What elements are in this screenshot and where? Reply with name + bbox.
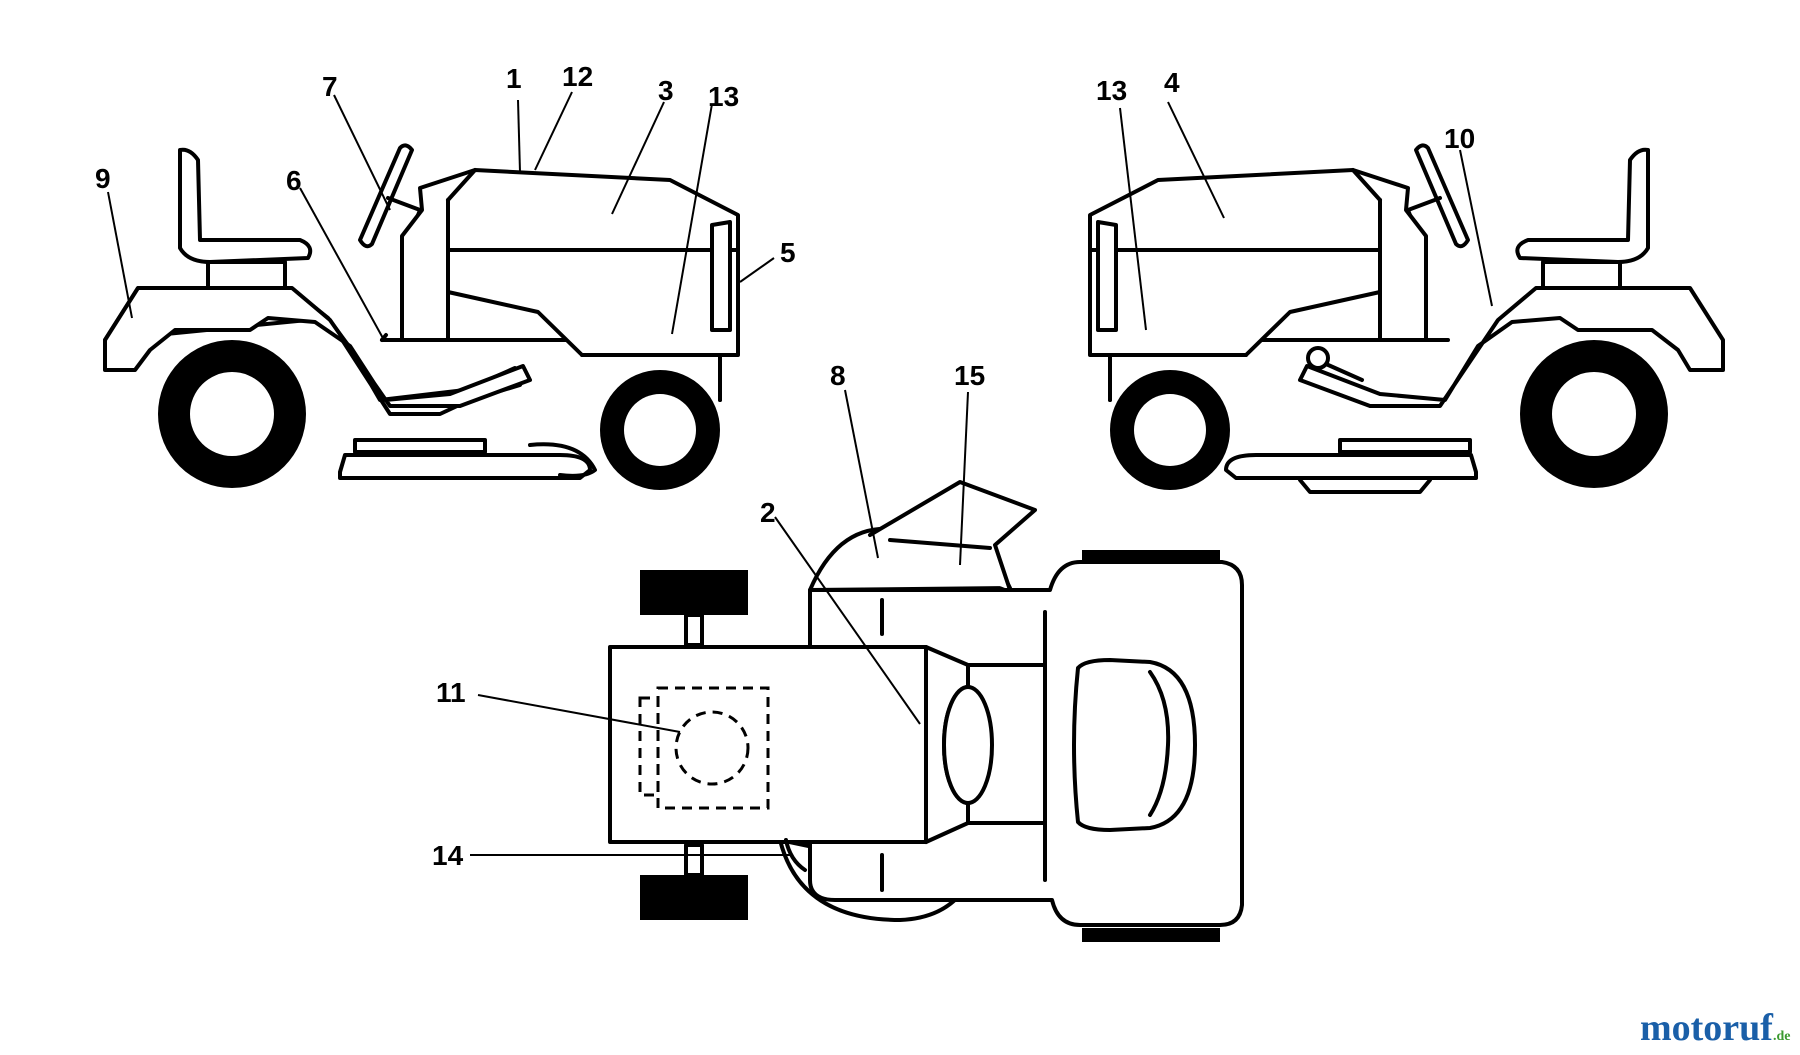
- callout-3: 3: [658, 75, 674, 106]
- hood-right: [1088, 168, 1428, 357]
- watermark-brand: motoruf: [1640, 1007, 1774, 1049]
- callout-10: 10: [1444, 123, 1475, 154]
- front-tire-top-lower: [1082, 928, 1220, 942]
- hood-top: [1072, 658, 1197, 832]
- callout-11: 11: [436, 677, 466, 708]
- mower-deck-left: [338, 453, 592, 480]
- svg-text:motoruf.de: motoruf.de: [1640, 1007, 1790, 1049]
- steering-wheel-right: [1414, 143, 1470, 249]
- rear-tire-top-upper: [640, 570, 748, 615]
- discharge-chute-top: [868, 480, 1037, 592]
- callout-6: 6: [286, 165, 302, 196]
- tractor-top-view: [608, 480, 1244, 942]
- callout-4: 4: [1164, 67, 1180, 98]
- hood-left: [400, 168, 740, 357]
- callout-13-left: 13: [708, 81, 739, 112]
- tractor-left-side-view: [103, 143, 740, 490]
- callout-12: 12: [562, 61, 593, 92]
- callout-14: 14: [432, 840, 464, 871]
- callout-1: 1: [506, 63, 522, 94]
- motoruf-watermark: motoruf.de: [1640, 1007, 1790, 1049]
- rear-fender-right: [1298, 286, 1725, 408]
- rear-body-top: [608, 645, 928, 844]
- seat-left: [178, 147, 313, 264]
- callout-7: 7: [322, 71, 338, 102]
- seat-right: [1515, 147, 1650, 264]
- tractor-right-side-view: [1088, 143, 1725, 494]
- callout-5: 5: [780, 237, 796, 268]
- callout-8: 8: [830, 360, 846, 391]
- rear-tire-top-lower: [640, 875, 748, 920]
- steering-wheel-left: [358, 143, 414, 249]
- watermark-suffix: .de: [1773, 1029, 1791, 1044]
- mower-deck-right: [1224, 453, 1478, 480]
- callout-2: 2: [760, 497, 776, 528]
- leader-lines: [107, 91, 1493, 856]
- callout-9: 9: [95, 163, 111, 194]
- callout-15: 15: [954, 360, 985, 391]
- callout-labels: 1 2 3 4 5 6 7 8 9 10 11 12 13 13 14 15: [95, 61, 1475, 871]
- callout-13-right: 13: [1096, 75, 1127, 106]
